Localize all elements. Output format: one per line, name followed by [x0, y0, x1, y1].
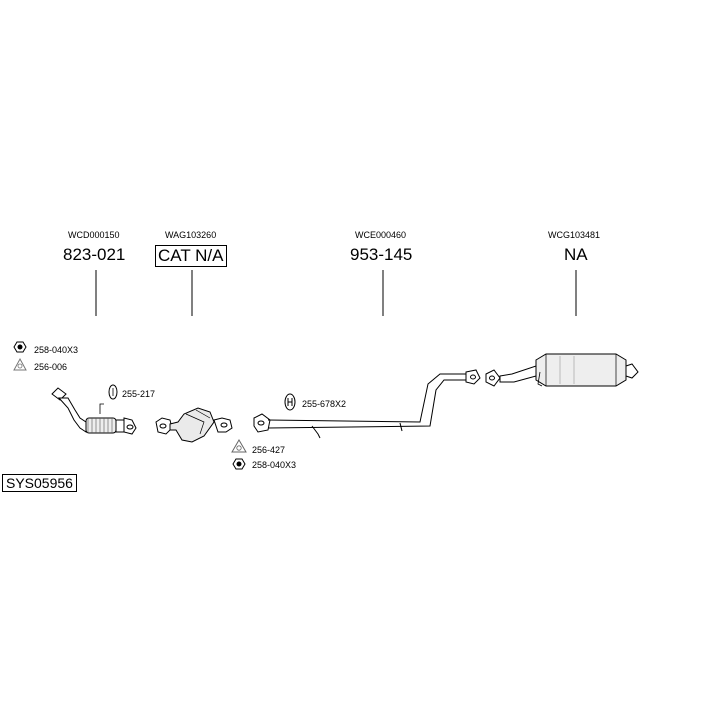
- front-pipe-part-number[interactable]: 823-021: [63, 245, 126, 264]
- front-pipe-drawing: [51, 387, 137, 435]
- fitting-label-nut-rear[interactable]: 258-040X3: [252, 460, 297, 470]
- fitting-label-hanger[interactable]: 255-678X2: [302, 399, 347, 409]
- catalyst-part-number[interactable]: CAT N/A: [155, 245, 227, 267]
- nut-icon: [232, 458, 246, 470]
- catalyst-ref: WAG103260: [165, 230, 217, 240]
- catalytic-converter-drawing: [155, 407, 233, 443]
- nut-icon: [13, 341, 27, 353]
- front-pipe-ref: WCD000150: [68, 230, 120, 240]
- gasket-icon: [13, 357, 27, 371]
- system-code: SYS05956: [2, 474, 77, 492]
- center-pipe-part-number[interactable]: 953-145: [350, 245, 413, 264]
- fitting-label-mounting-rubber[interactable]: 255-217: [122, 389, 156, 399]
- hanger-bracket-icon: [284, 393, 296, 411]
- rear-silencer-ref: WCG103481: [548, 230, 601, 240]
- rear-silencer-part-number[interactable]: NA: [564, 245, 588, 264]
- fitting-label-nut-front[interactable]: 258-040X3: [34, 345, 79, 355]
- rear-silencer-drawing: [485, 353, 639, 387]
- fitting-label-gasket-rear[interactable]: 256-427: [252, 445, 286, 455]
- center-pipe-ref: WCE000460: [355, 230, 407, 240]
- gasket-icon: [231, 439, 247, 453]
- fitting-label-gasket-front[interactable]: 256-006: [34, 362, 68, 372]
- center-pipe-drawing: [253, 369, 481, 439]
- mounting-rubber-icon: [108, 384, 118, 400]
